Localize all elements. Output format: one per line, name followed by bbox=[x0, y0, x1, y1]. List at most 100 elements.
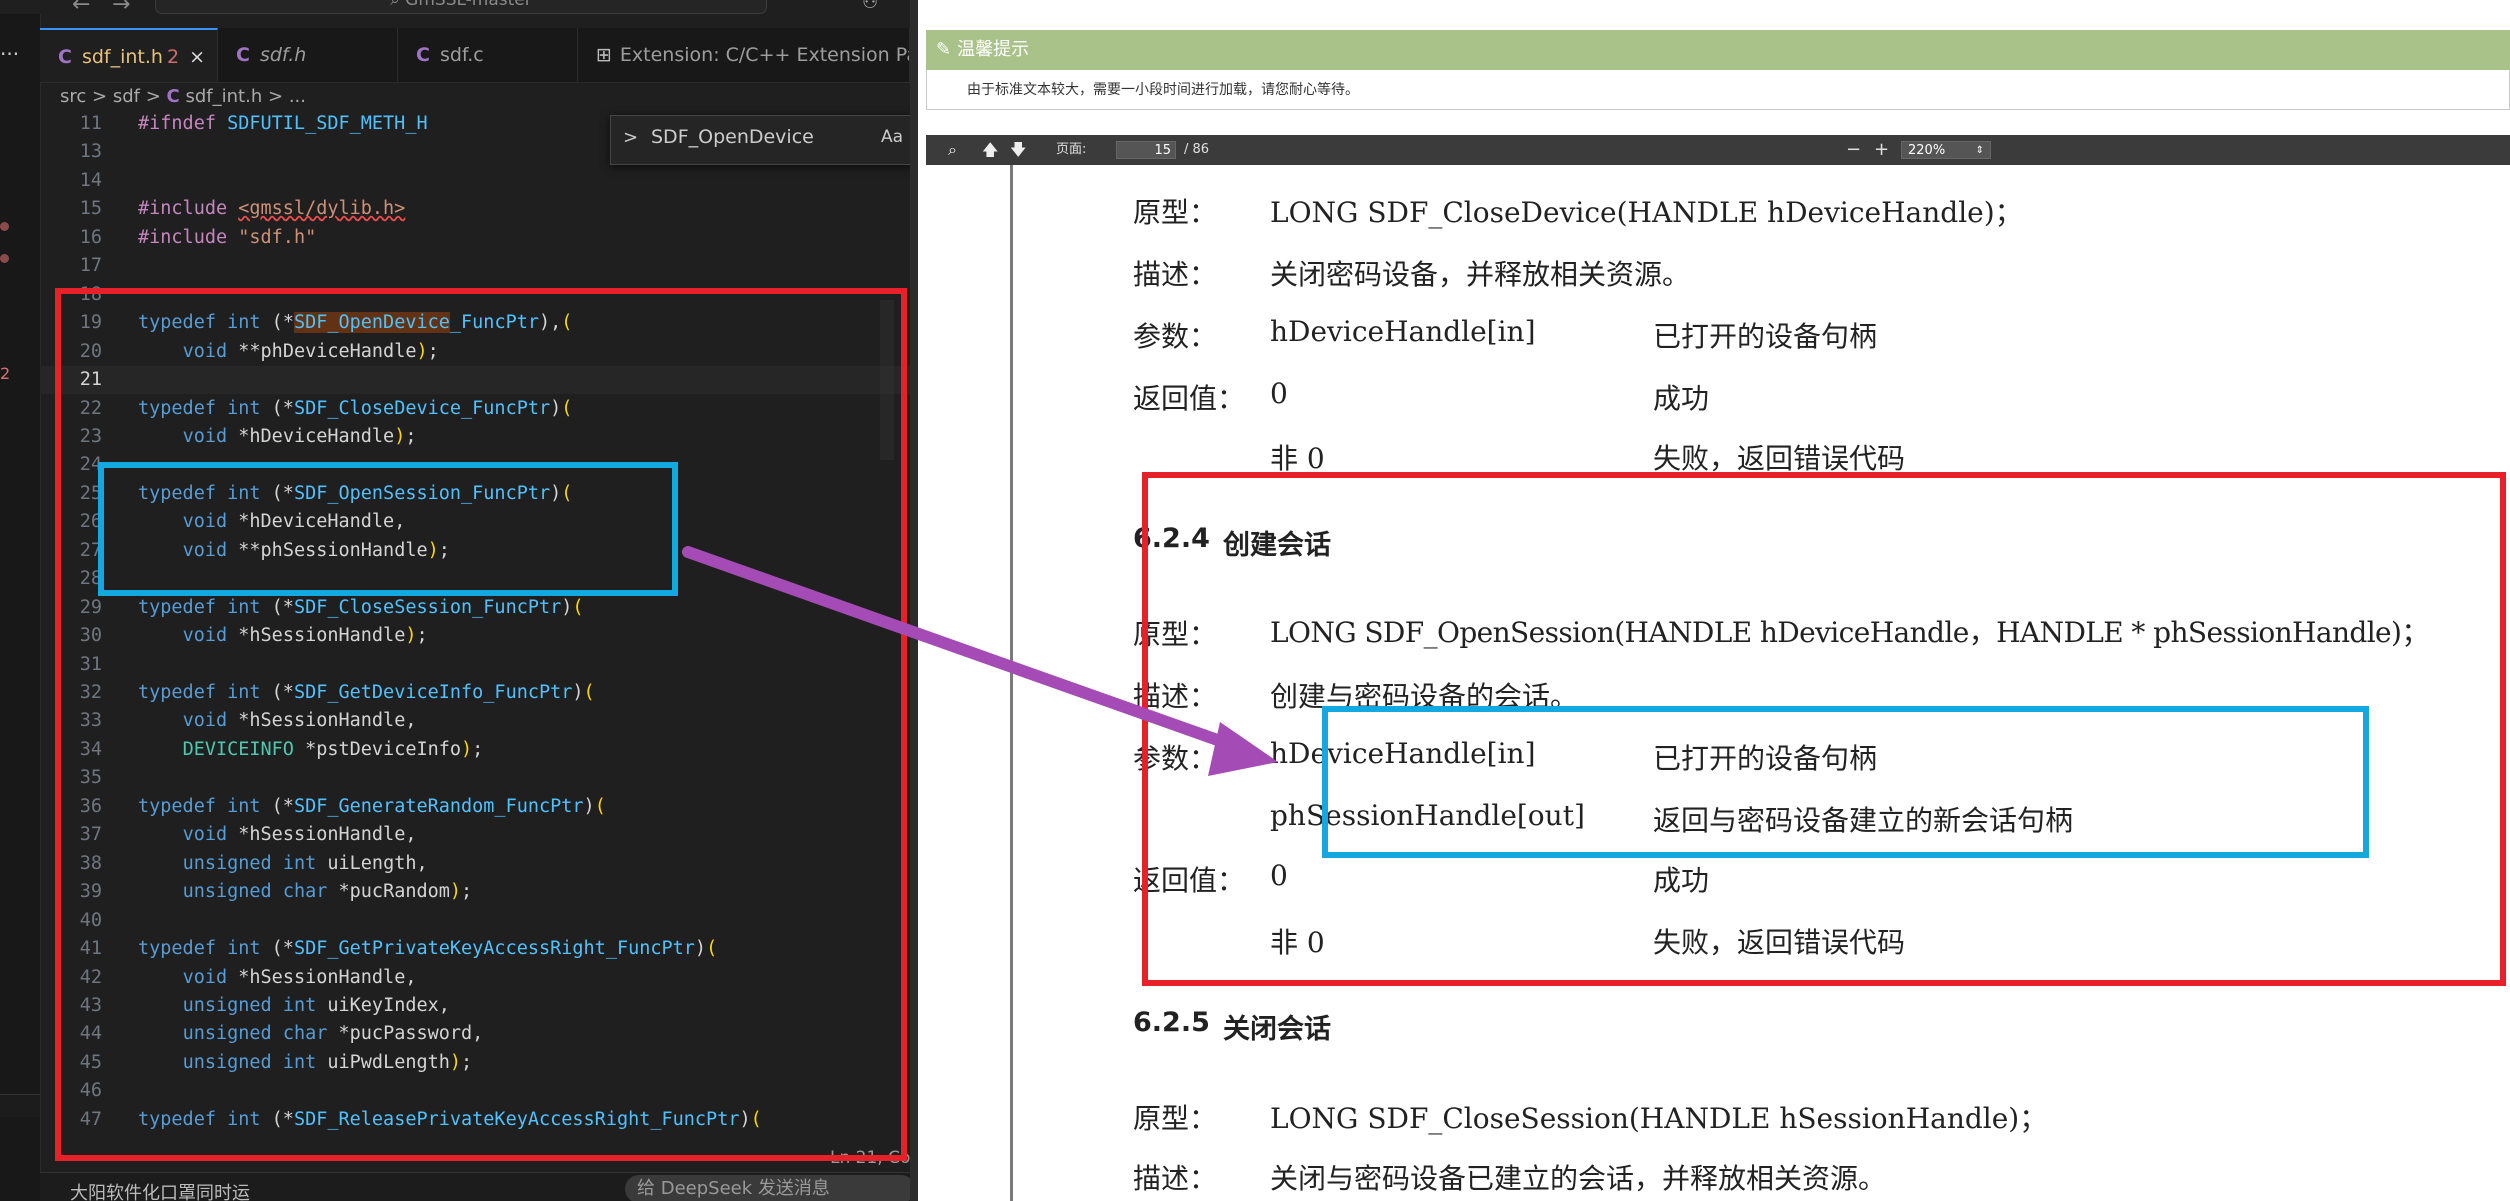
ret-label: 返回值： bbox=[1133, 864, 1246, 897]
panel-hint-text: 大阳软件化口罩同时运 bbox=[70, 1183, 250, 1201]
code-line[interactable]: 13 bbox=[40, 138, 910, 166]
proto-text: LONG SDF_CloseDevice(HANDLE hDeviceHandl… bbox=[1270, 196, 2023, 229]
code-token: ; bbox=[438, 539, 450, 561]
code-line[interactable]: 11#ifndef SDFUTIL_SDF_METH_H bbox=[40, 110, 910, 138]
back-arrow-icon[interactable]: ← bbox=[72, 0, 91, 17]
code-token: ( bbox=[561, 312, 573, 334]
code-token: ; bbox=[461, 1051, 473, 1073]
code-token: unsigned bbox=[182, 852, 283, 874]
code-line[interactable]: 38 unsigned int uiLength, bbox=[40, 850, 910, 878]
zoom-in-button[interactable]: + bbox=[1874, 139, 1890, 160]
code-line[interactable]: 24 bbox=[40, 451, 910, 479]
line-number: 21 bbox=[79, 369, 102, 391]
code-text: #include <gmssl/dylib.h> bbox=[138, 195, 405, 223]
code-token: (* bbox=[271, 482, 294, 504]
code-token bbox=[138, 426, 183, 447]
code-line[interactable]: 18 bbox=[40, 281, 910, 309]
code-token: **phSessionHandle bbox=[238, 539, 428, 561]
arrow-down-icon[interactable]: 🡇 bbox=[1010, 140, 1027, 159]
copilot-icon[interactable]: ⚇ bbox=[862, 0, 879, 13]
code-text: unsigned int uiLength, bbox=[138, 850, 428, 878]
param-name: hDeviceHandle[in] bbox=[1270, 315, 1536, 348]
code-token: ( bbox=[561, 482, 573, 504]
section-heading: 关闭会话 bbox=[1223, 1014, 1331, 1045]
page-number-input[interactable]: 15 bbox=[1116, 141, 1176, 159]
code-line[interactable]: 42 void *hSessionHandle, bbox=[40, 964, 910, 992]
breadcrumb-src[interactable]: src bbox=[60, 86, 87, 107]
breadcrumb-file[interactable]: sdf_int.h bbox=[185, 86, 263, 107]
code-token: ) bbox=[449, 1051, 462, 1073]
breadcrumb-sdf[interactable]: sdf bbox=[112, 86, 140, 107]
code-line[interactable]: 14 bbox=[40, 167, 910, 195]
code-line[interactable]: 28 bbox=[40, 565, 910, 593]
param-name: phSessionHandle[out] bbox=[1270, 799, 1585, 832]
code-line[interactable]: 33 void *hSessionHandle, bbox=[40, 707, 910, 735]
code-line[interactable]: 37 void *hSessionHandle, bbox=[40, 821, 910, 849]
code-token: ; bbox=[427, 340, 439, 362]
tab-extension-cpp-pack[interactable]: ⊞Extension: C/C++ Extension Pack bbox=[578, 28, 910, 82]
code-token: (* bbox=[271, 596, 294, 618]
arrow-up-icon[interactable]: 🡅 bbox=[982, 140, 999, 159]
chevron-right-icon[interactable]: > bbox=[623, 127, 639, 148]
line-number: 11 bbox=[79, 113, 102, 134]
code-line[interactable]: 27 void **phSessionHandle); bbox=[40, 537, 910, 565]
close-icon[interactable]: × bbox=[189, 46, 205, 68]
editor-scrollbar[interactable] bbox=[880, 300, 894, 460]
find-input[interactable]: SDF_OpenDevice bbox=[651, 126, 814, 148]
line-number: 33 bbox=[79, 710, 102, 732]
code-token: int bbox=[282, 1051, 328, 1073]
code-line[interactable]: 26 void *hDeviceHandle, bbox=[40, 508, 910, 536]
code-text: void *hSessionHandle); bbox=[138, 622, 428, 650]
code-token: SDF_OpenDevice bbox=[293, 312, 450, 334]
more-icon[interactable]: ... bbox=[0, 36, 20, 60]
param-desc: 返回与密码设备建立的新会话句柄 bbox=[1653, 804, 2074, 837]
code-line[interactable]: 46 bbox=[40, 1077, 910, 1105]
breadcrumb-symbol[interactable]: ... bbox=[288, 86, 306, 107]
code-line[interactable]: 23 void *hDeviceHandle); bbox=[40, 423, 910, 451]
zoom-out-button[interactable]: − bbox=[1846, 139, 1862, 160]
code-line[interactable]: 31 bbox=[40, 651, 910, 679]
code-line[interactable]: 44 unsigned char *pucPassword, bbox=[40, 1020, 910, 1048]
notice-header: ✎温馨提示 bbox=[926, 30, 2510, 70]
code-line[interactable]: 40 bbox=[40, 907, 910, 935]
code-line[interactable]: 45 unsigned int uiPwdLength); bbox=[40, 1049, 910, 1077]
proto-label: 原型： bbox=[1133, 1102, 1218, 1135]
code-token bbox=[138, 540, 183, 561]
code-line[interactable]: 30 void *hSessionHandle); bbox=[40, 622, 910, 650]
chat-input[interactable]: 给 DeepSeek 发送消息 bbox=[625, 1175, 910, 1201]
search-icon[interactable]: ⌕ bbox=[948, 140, 957, 159]
cursor-position[interactable]: Ln 21, Col bbox=[830, 1148, 910, 1168]
code-line[interactable]: 17 bbox=[40, 252, 910, 280]
code-line[interactable]: 21 bbox=[40, 366, 910, 395]
title-bar: ← → ⌕ GmSSL-master ⚇ bbox=[0, 0, 910, 17]
code-line[interactable]: 43 unsigned int uiKeyIndex, bbox=[40, 992, 910, 1020]
code-token: ), bbox=[539, 312, 562, 334]
code-token: * bbox=[282, 312, 294, 334]
match-case-toggle[interactable]: Aa bbox=[881, 127, 904, 147]
code-line[interactable]: 15#include <gmssl/dylib.h> bbox=[40, 195, 910, 223]
code-line[interactable]: 16#include "sdf.h" bbox=[40, 224, 910, 252]
code-line[interactable]: 35 bbox=[40, 764, 910, 792]
forward-arrow-icon[interactable]: → bbox=[112, 0, 131, 17]
code-line[interactable]: 39 unsigned char *pucRandom); bbox=[40, 878, 910, 906]
code-line[interactable]: 20 void **phDeviceHandle); bbox=[40, 338, 910, 366]
command-center-search[interactable]: ⌕ GmSSL-master bbox=[155, 0, 767, 14]
find-widget[interactable]: > SDF_OpenDevice Aa bbox=[610, 115, 910, 165]
code-token: typedef bbox=[138, 397, 228, 419]
line-number: 47 bbox=[79, 1108, 102, 1130]
zoom-select[interactable]: 220%⇕ bbox=[1901, 141, 1991, 159]
code-line[interactable]: 34 DEVICEINFO *pstDeviceInfo); bbox=[40, 736, 910, 764]
code-token: int bbox=[282, 994, 328, 1016]
